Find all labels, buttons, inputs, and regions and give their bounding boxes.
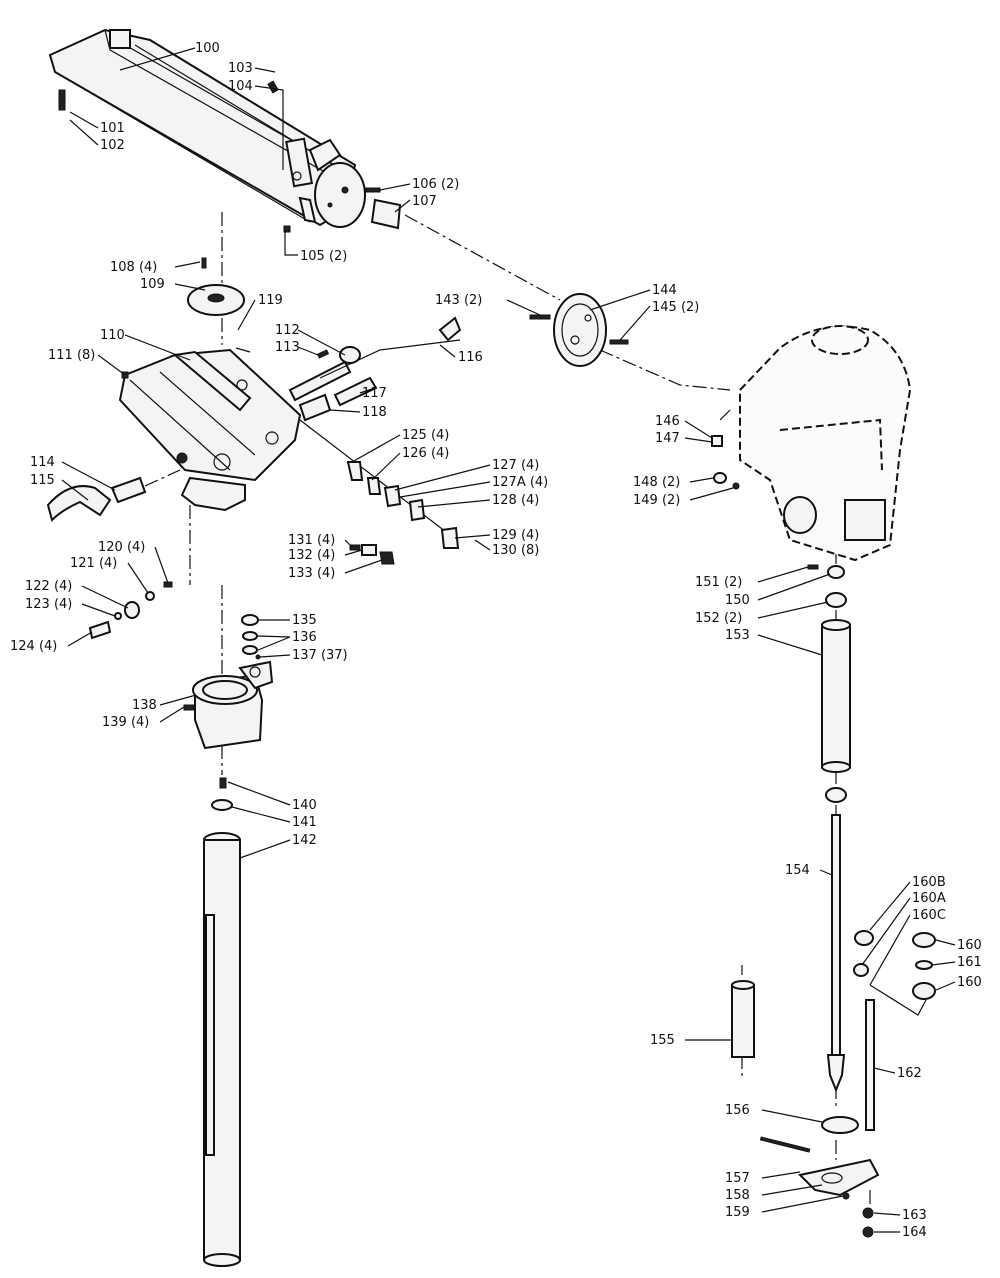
- callout-152: 152 (2): [695, 611, 742, 626]
- callout-122: 122 (4): [25, 579, 72, 594]
- callout-116: 116: [458, 350, 483, 365]
- callout-137: 137 (37): [292, 648, 348, 663]
- screws-131-133: [349, 544, 395, 565]
- fasteners-120-124: [88, 581, 173, 640]
- callout-149: 149 (2): [633, 493, 680, 508]
- callout-141: 141: [292, 815, 317, 830]
- callout-160b: 160B: [912, 875, 946, 890]
- callout-162: 162: [897, 1066, 922, 1081]
- callout-112: 112: [275, 323, 300, 338]
- collar-138: [183, 660, 274, 750]
- callout-102: 102: [100, 138, 125, 153]
- callout-129: 129 (4): [492, 528, 539, 543]
- elevating-assembly: [759, 564, 880, 1238]
- callout-160-top: 160: [957, 938, 982, 953]
- callout-114: 114: [30, 455, 55, 470]
- callout-160c: 160C: [912, 908, 946, 923]
- callout-161: 161: [957, 955, 982, 970]
- column-142: [203, 777, 241, 1267]
- callout-113: 113: [275, 340, 300, 355]
- callout-123: 123 (4): [25, 597, 72, 612]
- callout-121: 121 (4): [70, 556, 117, 571]
- callout-labels: 100 103 104 101 102 106 (2) 107 105 (2) …: [10, 41, 982, 1240]
- arm-100: [48, 28, 366, 228]
- sleeve-155: [731, 980, 755, 1058]
- levers-125-130: [299, 419, 460, 549]
- callout-156: 156: [725, 1103, 750, 1118]
- callout-146: 146: [655, 414, 680, 429]
- gears-160: [853, 930, 936, 1016]
- callout-136: 136: [292, 630, 317, 645]
- shafts-112-118: [288, 316, 462, 422]
- leader-lines: [61, 47, 956, 1233]
- callout-140: 140: [292, 798, 317, 813]
- shim-119: [235, 347, 251, 353]
- callout-100: 100: [195, 41, 220, 56]
- wheel-144: [529, 293, 629, 367]
- callout-109: 109: [140, 277, 165, 292]
- callout-130: 130 (8): [492, 543, 539, 558]
- callout-153: 153: [725, 628, 750, 643]
- callout-108: 108 (4): [110, 260, 157, 275]
- callout-107: 107: [412, 194, 437, 209]
- callout-111: 111 (8): [48, 348, 95, 363]
- callout-126: 126 (4): [402, 446, 449, 461]
- callout-115: 115: [30, 473, 55, 488]
- callout-150: 150: [725, 593, 750, 608]
- motor-outline: [739, 325, 912, 562]
- small-parts-146-149: [711, 435, 740, 490]
- callout-131: 131 (4): [288, 533, 335, 548]
- callout-147: 147: [655, 431, 680, 446]
- callout-127: 127 (4): [492, 458, 539, 473]
- callout-135: 135: [292, 613, 317, 628]
- callout-125: 125 (4): [402, 428, 449, 443]
- callout-133: 133 (4): [288, 566, 335, 581]
- callout-103: 103: [228, 61, 253, 76]
- callout-124: 124 (4): [10, 639, 57, 654]
- callout-144: 144: [652, 283, 677, 298]
- callout-120: 120 (4): [98, 540, 145, 555]
- callout-101: 101: [100, 121, 125, 136]
- arm-fasteners: [58, 80, 402, 233]
- nut-washers-135-137: [241, 614, 261, 660]
- callout-132: 132 (4): [288, 548, 335, 563]
- callout-160-bottom: 160: [957, 975, 982, 990]
- callout-151: 151 (2): [695, 575, 742, 590]
- callout-155: 155: [650, 1033, 675, 1048]
- callout-139: 139 (4): [102, 715, 149, 730]
- callout-106: 106 (2): [412, 177, 459, 192]
- callout-128: 128 (4): [492, 493, 539, 508]
- callout-148: 148 (2): [633, 475, 680, 490]
- callout-110: 110: [100, 328, 125, 343]
- callout-157: 157: [725, 1171, 750, 1186]
- callout-105: 105 (2): [300, 249, 347, 264]
- plate-109: [187, 257, 245, 316]
- callout-117: 117: [362, 386, 387, 401]
- callout-159: 159: [725, 1205, 750, 1220]
- callout-160a: 160A: [912, 891, 946, 906]
- callout-119: 119: [258, 293, 283, 308]
- callout-145: 145 (2): [652, 300, 699, 315]
- callout-142: 142: [292, 833, 317, 848]
- callout-143: 143 (2): [435, 293, 482, 308]
- callout-138: 138: [132, 698, 157, 713]
- callout-164: 164: [902, 1225, 927, 1240]
- callout-163: 163: [902, 1208, 927, 1223]
- carriage-110: [118, 348, 302, 512]
- handle-114-115: [46, 469, 181, 522]
- callout-127a: 127A (4): [492, 475, 548, 490]
- callout-118: 118: [362, 405, 387, 420]
- callout-104: 104: [228, 79, 253, 94]
- callout-154: 154: [785, 863, 810, 878]
- callout-158: 158: [725, 1188, 750, 1203]
